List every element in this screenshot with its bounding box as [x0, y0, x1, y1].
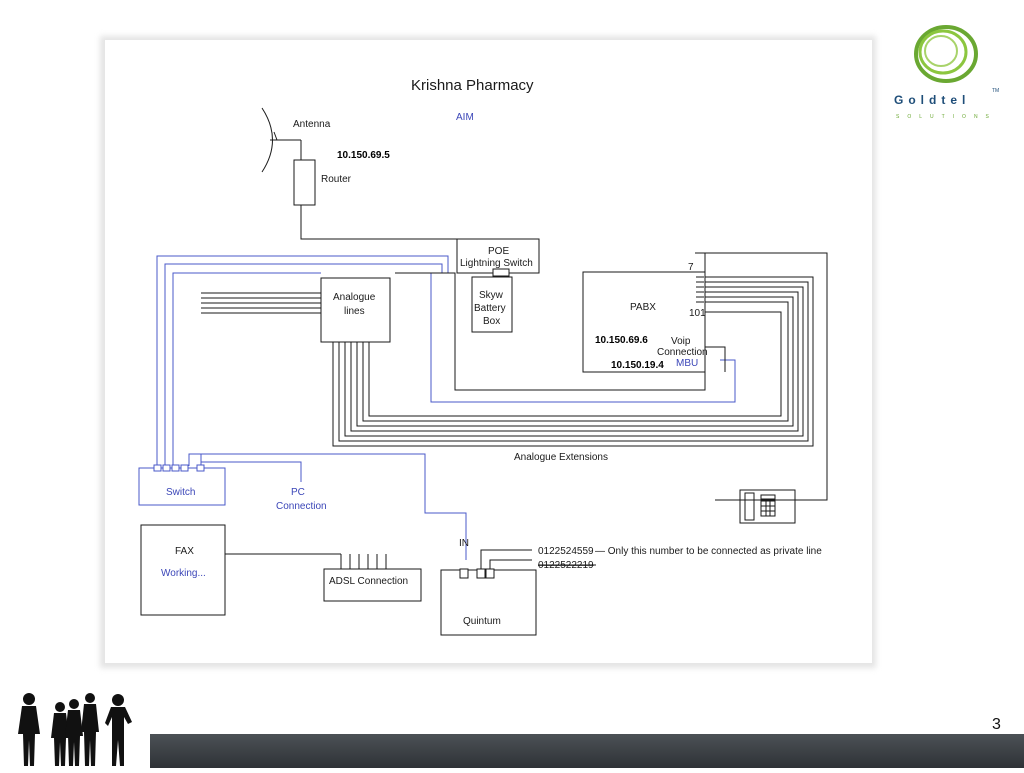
pabx-port-7: 7	[688, 262, 694, 273]
private-number: 0122524559	[538, 546, 594, 557]
poe-label-line2: Lightning Switch	[460, 258, 533, 269]
router-box	[293, 159, 316, 206]
fax-status: Working...	[161, 568, 206, 579]
pabx-port-101: 101	[689, 308, 706, 319]
logo-trademark: TM	[992, 88, 999, 94]
private-note: — Only this number to be connected as pr…	[595, 546, 822, 557]
antenna-icon	[261, 107, 290, 173]
router-ip: 10.150.69.5	[337, 150, 390, 161]
adsl-label: ADSL Connection	[329, 576, 408, 587]
switch-box	[138, 467, 226, 506]
in-label: IN	[459, 538, 469, 549]
mbu-ip: 10.150.19.4	[611, 360, 664, 371]
telephone-icon	[739, 489, 796, 524]
pc-connection-line2: Connection	[276, 501, 327, 512]
logo-tagline: SOLUTIONS	[896, 114, 997, 120]
aim-label: AIM	[456, 112, 474, 123]
battery-box	[471, 276, 513, 333]
fax-box	[140, 524, 226, 616]
pabx-box	[582, 271, 706, 373]
analogue-lines-line1: Analogue	[333, 292, 376, 303]
pabx-label: PABX	[630, 302, 656, 313]
slide-number: 3	[992, 716, 1001, 733]
battery-line1: Skyw	[479, 290, 504, 301]
antenna-label: Antenna	[293, 119, 331, 130]
logo-brand: Goldtel	[894, 93, 970, 107]
poe-label-line1: POE	[488, 246, 509, 257]
pabx-ip: 10.150.69.6	[595, 335, 648, 346]
people-silhouettes-icon	[12, 690, 142, 773]
quintum-box	[440, 569, 537, 636]
analogue-lines-box	[320, 277, 391, 343]
battery-line2: Battery	[474, 303, 506, 314]
adsl-box	[323, 568, 422, 602]
voip-line2: Connection	[657, 347, 708, 358]
battery-line3: Box	[483, 316, 500, 327]
network-diagram: Krishna Pharmacy AIM Antenna 10.150.69.5…	[105, 40, 872, 663]
analogue-lines-line2: lines	[344, 306, 365, 317]
logo-rings-icon	[914, 25, 978, 83]
switch-label: Switch	[166, 487, 195, 498]
mbu-label: MBU	[676, 358, 698, 369]
footer-bar	[150, 734, 1024, 768]
quintum-label: Quintum	[463, 616, 501, 627]
diagram-title: Krishna Pharmacy	[411, 77, 534, 94]
voip-line1: Voip	[671, 336, 691, 347]
router-label: Router	[321, 174, 352, 185]
fax-label: FAX	[175, 546, 194, 557]
analogue-extensions-label: Analogue Extensions	[514, 452, 608, 463]
pc-connection-line1: PC	[291, 487, 305, 498]
goldtel-logo: Goldtel TM SOLUTIONS	[890, 22, 1010, 132]
